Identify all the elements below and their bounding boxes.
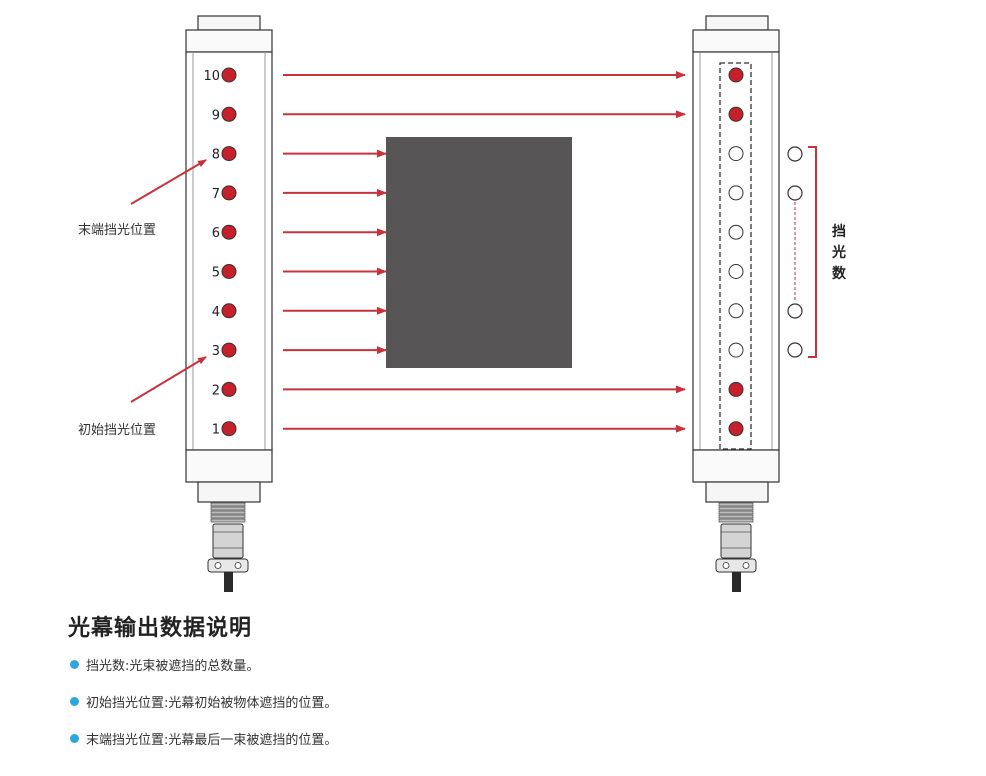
emitter-led: [221, 67, 237, 83]
emitter-led: [221, 303, 237, 319]
emitter-led: [221, 264, 237, 279]
bullet-text: 挡光数:光束被遮挡的总数量。: [86, 659, 260, 674]
emitter-number: 6: [212, 226, 220, 241]
bullet-dot-icon: [70, 660, 79, 669]
obstacle-block: [386, 137, 572, 368]
emitter-led: [221, 106, 237, 122]
receiver-led-lit: [728, 421, 744, 437]
receiver-led-blocked: [728, 342, 744, 358]
bullet-dot-icon: [70, 697, 79, 706]
bullet-item: 末端挡光位置:光幕最后一束被遮挡的位置。: [70, 729, 337, 748]
emitter-led: [221, 146, 237, 162]
emitter-number: 9: [212, 108, 220, 123]
emitter-number: 7: [212, 187, 220, 202]
section-title: 光幕输出数据说明: [68, 616, 253, 641]
emitter-led: [221, 185, 237, 201]
receiver-led-lit: [728, 106, 744, 122]
emitter-led: [221, 342, 237, 358]
emitter-unit: [185, 15, 273, 503]
receiver-led-blocked: [728, 224, 744, 240]
end-position-pointer: [130, 159, 207, 205]
emitter-number: 2: [212, 383, 220, 398]
receiver-led-lit: [728, 381, 744, 397]
bullet-text: 末端挡光位置:光幕最后一束被遮挡的位置。: [86, 733, 338, 748]
emitter-number: 3: [212, 344, 220, 359]
count-label-char-1: 挡: [832, 223, 846, 240]
emitter-number: 1: [212, 423, 220, 438]
receiver-dashed-frame: [719, 62, 752, 450]
bullet-dot-icon: [70, 734, 79, 743]
emitter-number: 4: [212, 305, 220, 320]
receiver-led-blocked: [728, 303, 744, 319]
start-position-pointer: [130, 356, 207, 403]
emitter-connector: [207, 502, 249, 592]
count-label-char-2: 光: [831, 244, 846, 261]
receiver-led-blocked: [728, 264, 744, 279]
light-curtain-diagram: 10 9 8 7 6 5 4 3 2 1 末端挡光位置 初始挡光位置 挡 光 数: [78, 15, 847, 592]
emitter-led: [221, 421, 237, 437]
blocked-count-indicator: 挡 光 数: [787, 146, 847, 358]
emitter-led: [221, 381, 237, 397]
bullet-item: 初始挡光位置:光幕初始被物体遮挡的位置。: [70, 692, 337, 711]
emitter-number: 5: [212, 266, 220, 281]
end-position-label: 末端挡光位置: [78, 223, 156, 238]
receiver-led-blocked: [728, 146, 744, 162]
receiver-connector: [715, 502, 757, 592]
bullet-item: 挡光数:光束被遮挡的总数量。: [70, 655, 259, 674]
receiver-led-lit: [728, 67, 744, 83]
emitter-number: 10: [203, 69, 220, 84]
emitter-led: [221, 224, 237, 240]
emitter-number: 8: [212, 148, 220, 163]
receiver-led-blocked: [728, 185, 744, 201]
bullet-text: 初始挡光位置:光幕初始被物体遮挡的位置。: [86, 696, 338, 711]
start-position-label: 初始挡光位置: [78, 423, 156, 438]
count-label-char-3: 数: [832, 265, 847, 282]
